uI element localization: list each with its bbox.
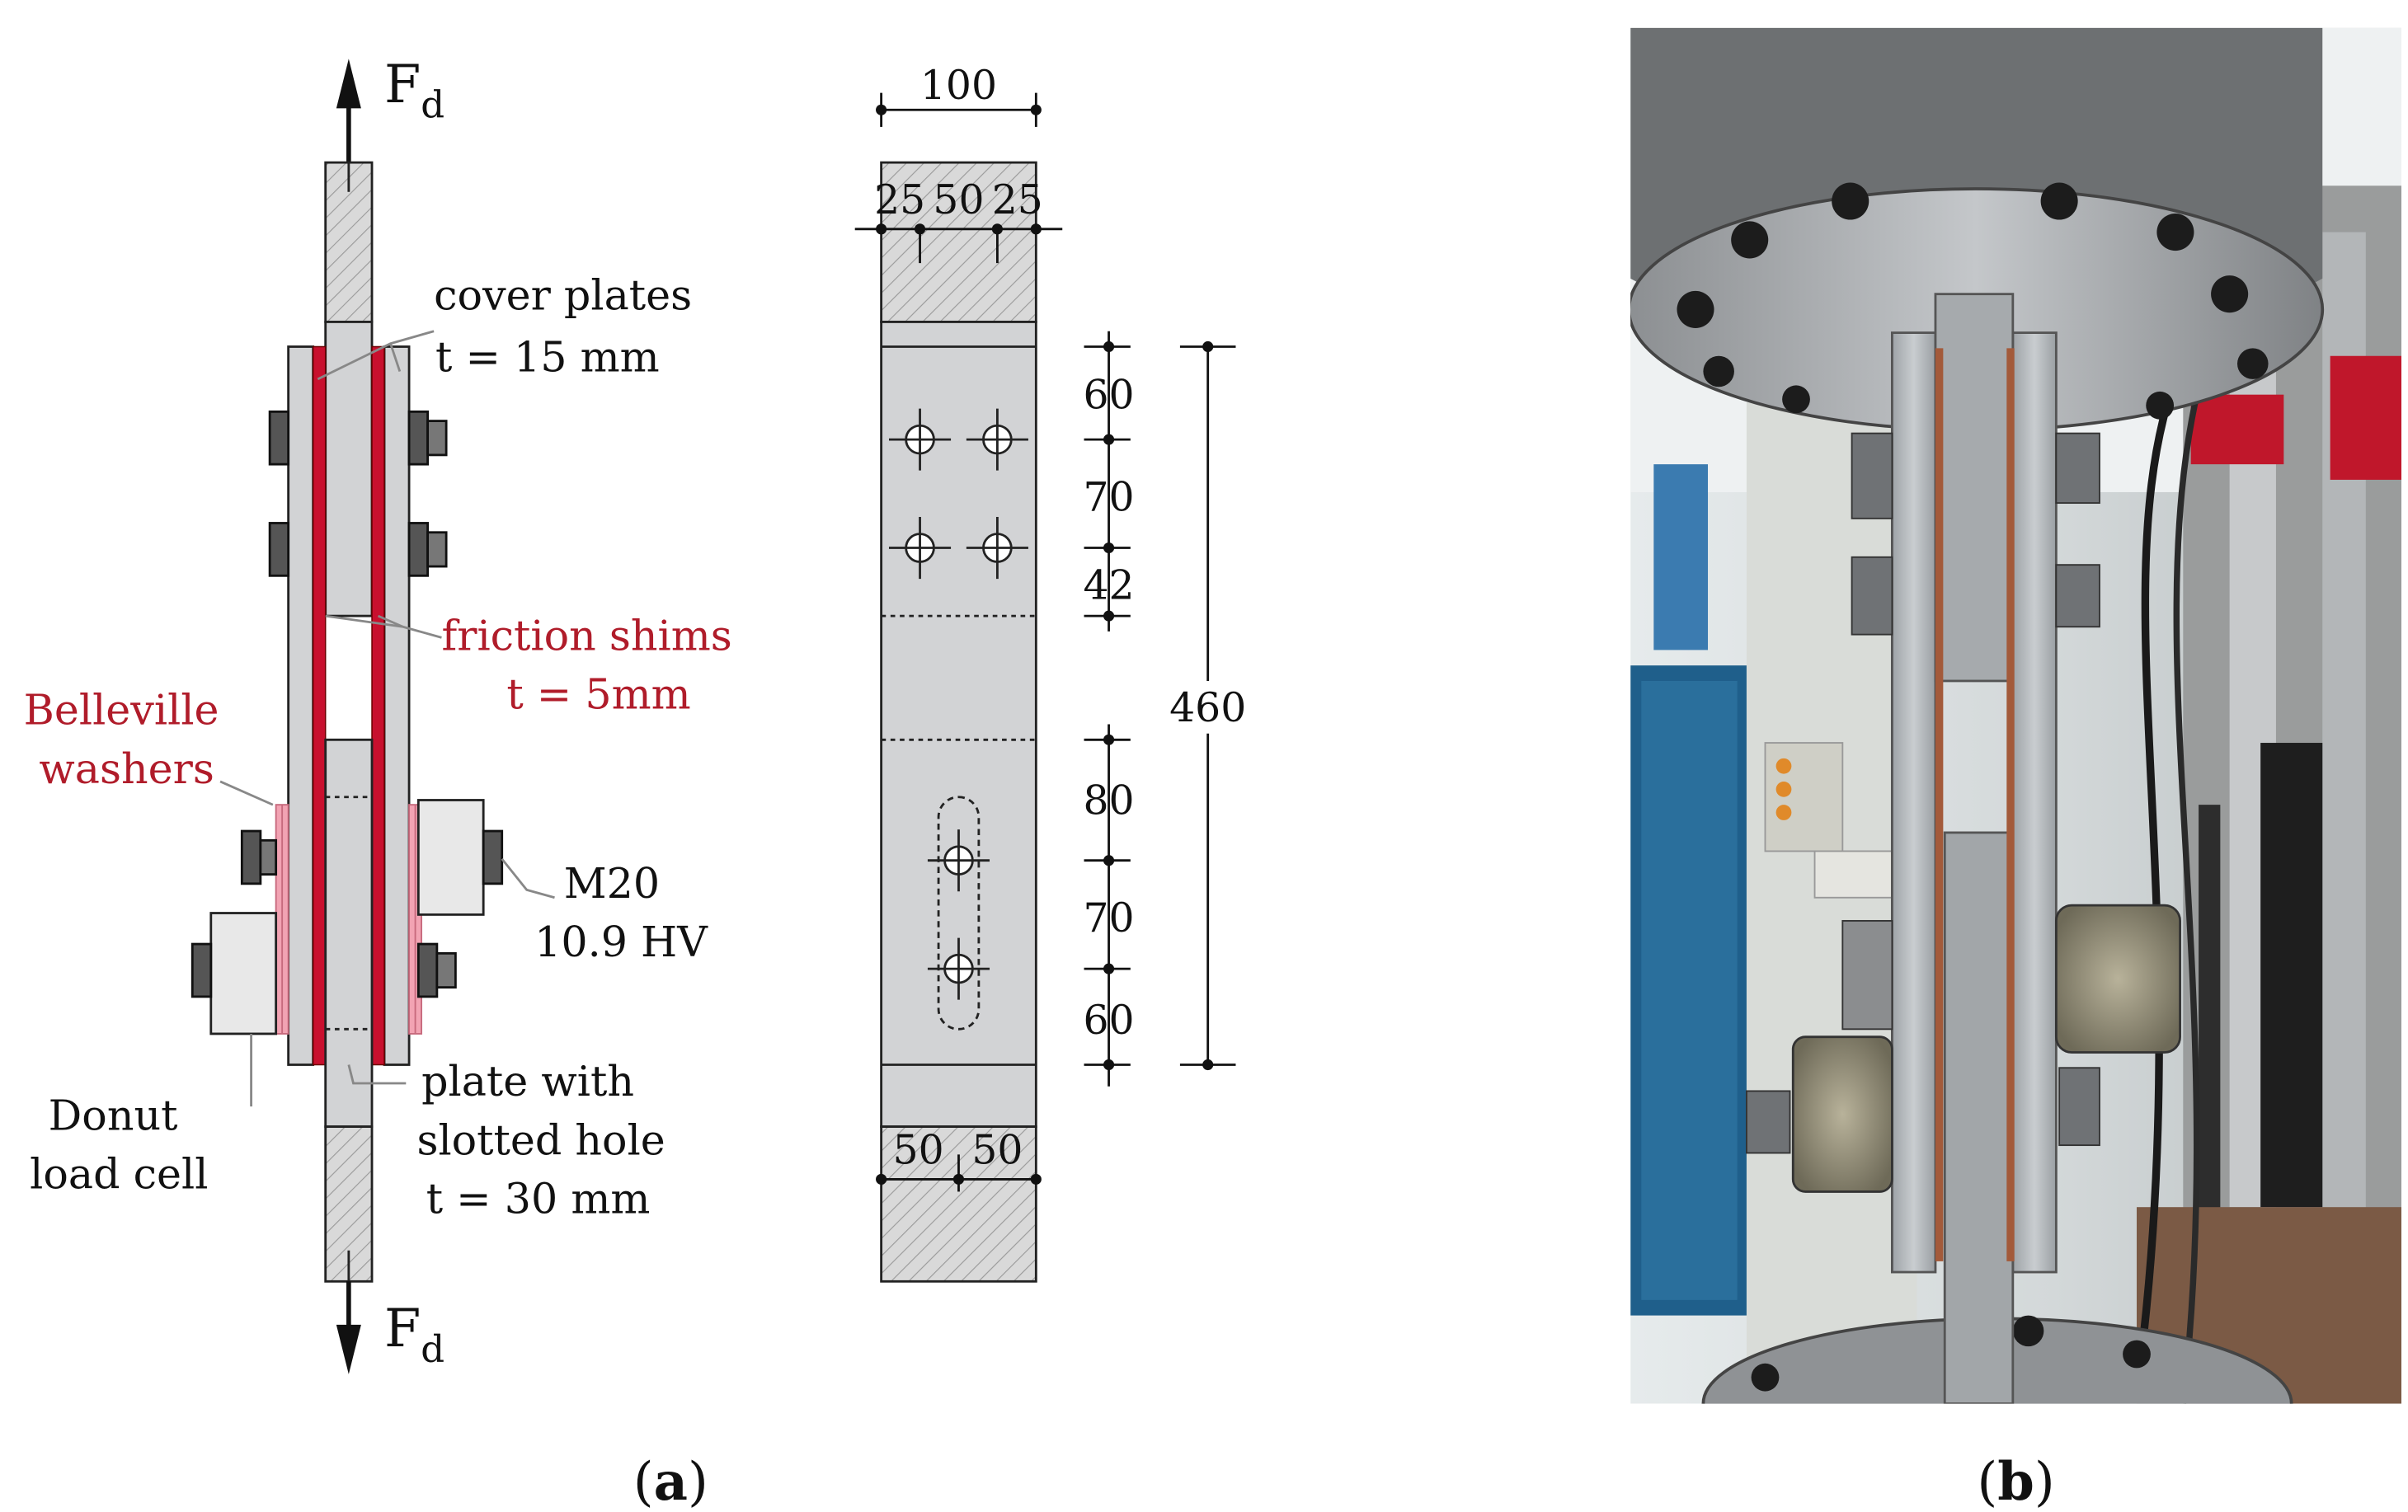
photo-shim-right: [2006, 348, 2015, 1261]
dim-pitch-4: 80: [1084, 777, 1135, 824]
dim-dot: [1202, 340, 1214, 353]
front-plate: [880, 321, 1037, 1128]
cable: [2173, 386, 2202, 1404]
side-view: Fd Fd: [24, 54, 732, 1374]
cabinet-door: [1641, 680, 1738, 1300]
washer-lines: [281, 805, 416, 1034]
force-label-bottom: Fd: [384, 1298, 444, 1371]
indicator-light: [1775, 805, 1792, 820]
dim-dot: [1202, 1059, 1214, 1071]
label-bolt-grade: 10.9 HV: [534, 918, 708, 966]
label-plate-thickness: t = 30 mm: [426, 1175, 651, 1223]
load-cell-right: [416, 799, 485, 916]
photo-load-cell-left: [1791, 1035, 1893, 1193]
label-cover-plates: cover plates: [434, 270, 692, 319]
bolt-2: [268, 522, 448, 577]
caption-b: (b): [1977, 1451, 2054, 1512]
label-cover-plates-thickness: t = 15 mm: [435, 333, 660, 382]
dim-top-edge-right: 25: [992, 176, 1043, 223]
slotted-hole: [937, 796, 981, 1031]
bolt-holes-slot: [927, 829, 990, 1000]
cover-plate-left: [287, 345, 315, 1066]
friction-shim-left: [312, 345, 327, 1066]
cover-plate-right: [383, 345, 411, 1066]
photo-cover-plate-left: [1890, 331, 1937, 1274]
top-inner-plate: [324, 321, 374, 617]
bolt-1: [268, 410, 448, 466]
dim-dot: [1030, 104, 1042, 115]
bolts: [190, 410, 504, 998]
blue-door: [1653, 464, 1709, 650]
force-label-top: Fd: [384, 54, 444, 127]
force-arrow-bottom-head: [336, 1324, 361, 1374]
bolt-3: [240, 829, 504, 885]
dim-overall: 460: [1169, 684, 1246, 731]
label-slotted-hole: slotted hole: [416, 1115, 665, 1164]
photo-load-cell-right: [2054, 904, 2181, 1054]
black-housing: [2260, 743, 2323, 1208]
dim-pitch-5: 70: [1084, 895, 1135, 941]
label-plate-with: plate with: [421, 1057, 634, 1106]
red-actuator: [2330, 355, 2401, 480]
dim-pitch-3: 42: [1084, 561, 1135, 608]
photo-slotted-plate: [1943, 831, 2015, 1404]
label-friction-shims-thickness: t = 5mm: [506, 670, 690, 719]
label-washers: washers: [39, 744, 214, 793]
photo-top-plate: [1934, 293, 2015, 683]
dim-dot: [876, 104, 887, 115]
label-friction-shims: friction shims: [441, 611, 731, 660]
slotted-plate: [324, 738, 374, 1128]
dim-bottom-left: 50: [893, 1127, 944, 1174]
label-donut: Donut: [49, 1091, 178, 1139]
photo-panel: [1630, 27, 2401, 1404]
bolt-holes-top: [888, 408, 1028, 580]
cable: [2133, 401, 2172, 1394]
front-top-grip: [880, 161, 1037, 323]
control-box: [1764, 742, 1844, 852]
label-belleville: Belleville: [24, 686, 219, 735]
socket-box: [1813, 850, 1901, 899]
dim-pitch-1: 60: [1084, 372, 1135, 419]
label-bolt-size: M20: [564, 859, 660, 908]
dim-bottom-right: 50: [971, 1127, 1023, 1174]
load-cell-left: [209, 912, 278, 1035]
photo-shim-left: [1935, 348, 1944, 1261]
caption-a: (a): [633, 1451, 708, 1512]
dim-top-edge-left: 25: [874, 176, 925, 223]
photo-bolts: [1746, 432, 2100, 1154]
red-actuator: [2190, 394, 2284, 465]
indicator-light: [1775, 758, 1792, 774]
flange-bolts: [1677, 182, 2269, 420]
friction-shim-right: [371, 345, 385, 1066]
photo-washer-stack: [1841, 919, 1893, 1031]
bottom-flange-bolts: [1751, 1315, 2151, 1392]
dim-width-total: 100: [920, 62, 997, 109]
bolt-4: [190, 942, 457, 998]
indicator-light: [1775, 781, 1792, 797]
dim-pitch-2: 70: [1084, 473, 1135, 520]
photo-cover-plate-right: [2011, 331, 2058, 1274]
leader-lines: [219, 330, 555, 1107]
force-arrow-top-head: [336, 59, 361, 109]
front-view: 100 25 50 25: [854, 62, 1246, 1283]
vertical-dim-dots: [1103, 340, 1115, 1071]
dim-pitch-6: 60: [1084, 997, 1135, 1044]
front-bottom-grip: [880, 1125, 1037, 1283]
dim-top-gauge: 50: [933, 176, 984, 223]
label-load-cell: load cell: [30, 1150, 208, 1199]
